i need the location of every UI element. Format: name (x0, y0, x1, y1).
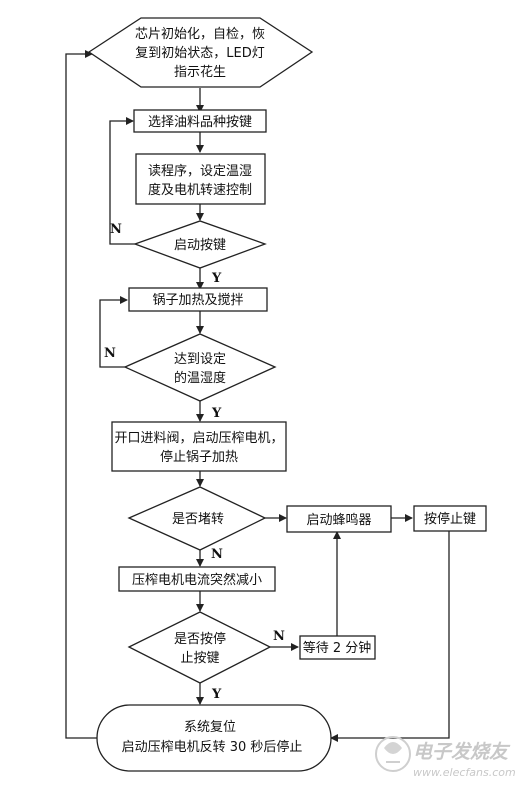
reach-text-2: 的温湿度 (174, 370, 226, 386)
flow-edges (65, 50, 450, 742)
start-node (133, 220, 267, 269)
stop-key-node (413, 505, 487, 532)
press-no-label: N (273, 629, 285, 644)
node-labels: 芯片初始化，自检，恢 复到初始状态，LED灯 指示花生 选择油料品种按键 读程序… (114, 27, 476, 755)
jam-text: 是否堵转 (172, 512, 224, 527)
heat-text: 锅子加热及搅拌 (152, 292, 243, 308)
select-node (133, 109, 267, 133)
watermark-url: www.elecfans.com (413, 766, 516, 779)
init-text-3: 指示花生 (174, 64, 226, 80)
start-yes-label: Y (211, 271, 222, 286)
press-yes-label: Y (211, 687, 222, 702)
wait-text: 等待 2 分钟 (303, 640, 372, 656)
reach-node (123, 333, 277, 402)
reset-text-1: 系统复位 (184, 720, 236, 735)
current-text: 压榨电机电流突然减小 (132, 572, 262, 588)
read-text-1: 读程序，设定温湿 (148, 164, 252, 179)
watermark: 电子发烧友 www.elecfans.com (375, 736, 516, 779)
start-text: 启动按键 (174, 238, 226, 253)
start-no-label: N (110, 222, 122, 237)
edge-stopkey-to-reset (330, 531, 450, 742)
reach-yes-label: Y (211, 406, 222, 421)
reset-text-2: 启动压榨电机反转 30 秒后停止 (122, 739, 303, 755)
edge-labels: N Y N Y N N Y (104, 222, 285, 702)
buzzer-node (286, 505, 392, 533)
edge-reset-back-to-init (65, 50, 97, 739)
watermark-logo-text: 电子发烧友 (413, 741, 511, 763)
open-node (111, 421, 287, 472)
buzzer-text: 启动蜂鸣器 (306, 512, 371, 528)
wait-node (299, 635, 376, 660)
select-text: 选择油料品种按键 (148, 115, 252, 130)
current-node (118, 566, 276, 592)
open-text-1: 开口进料阀，启动压榨电机， (114, 430, 283, 446)
reset-node (96, 704, 332, 772)
edge-start-no-loop (109, 117, 135, 245)
open-text-2: 停止锅子加热 (160, 449, 238, 465)
press-stop-text-2: 止按键 (180, 651, 219, 666)
flow-shapes (87, 17, 487, 772)
reach-text-1: 达到设定 (174, 352, 226, 367)
jam-node (127, 486, 267, 551)
init-text-2: 复到初始状态，LED灯 (135, 46, 264, 61)
press-stop-text-1: 是否按停 (174, 631, 226, 647)
init-text-1: 芯片初始化，自检，恢 (135, 27, 265, 42)
jam-no-label: N (211, 547, 223, 562)
press-stop-node (127, 611, 272, 684)
reach-no-label: N (104, 346, 116, 361)
stop-key-text: 按停止键 (424, 511, 476, 527)
edge-reach-no-loop (99, 296, 128, 368)
watermark-logo-icon (375, 736, 411, 772)
read-node (135, 153, 266, 205)
heat-node (128, 287, 268, 312)
init-node (87, 17, 314, 88)
read-text-2: 度及电机转速控制 (148, 182, 252, 198)
